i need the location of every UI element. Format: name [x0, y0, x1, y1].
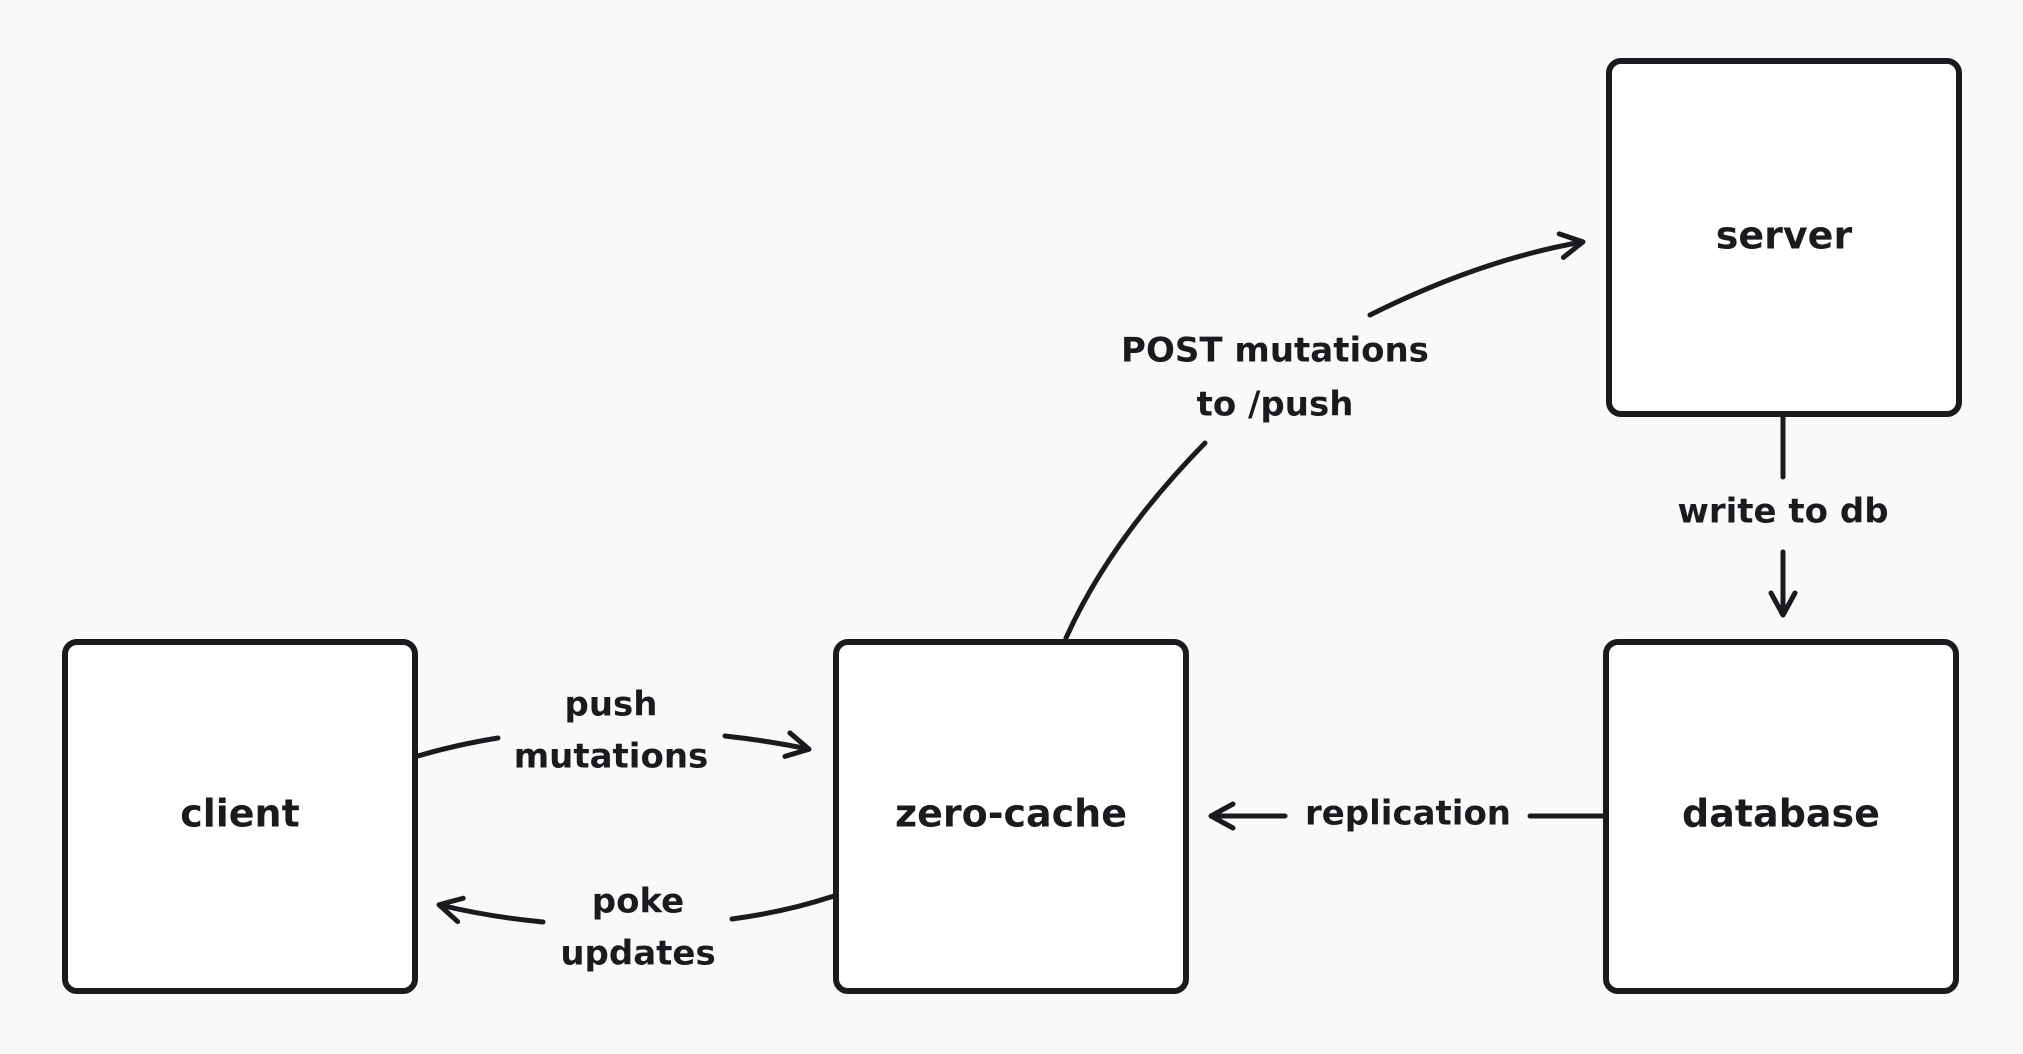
database-box — [1603, 639, 1959, 994]
write-to-db-label: write to db — [1677, 492, 1888, 532]
zero-cache-label: zero-cache — [895, 792, 1127, 836]
push-mutations-label-line1: push — [565, 685, 658, 725]
node-client[interactable]: client — [62, 639, 418, 994]
poke-updates-label-line1: poke — [592, 882, 684, 922]
database-label: database — [1682, 792, 1880, 836]
post-mutations-arrow — [1367, 231, 1586, 318]
push-mutations-line-start — [415, 735, 501, 759]
push-mutations-label-line2: mutations — [514, 737, 709, 777]
poke-updates-label-line2: updates — [560, 934, 715, 974]
edge-write-to-db: write to db — [1677, 414, 1889, 618]
server-label: server — [1716, 214, 1853, 258]
poke-updates-arrow — [436, 895, 546, 925]
poke-updates-line-start — [729, 893, 837, 922]
node-database[interactable]: database — [1603, 639, 1959, 994]
zero-cache-box — [833, 639, 1189, 994]
push-mutations-arrow — [722, 730, 812, 759]
node-server[interactable]: server — [1606, 58, 1962, 417]
post-mutations-line-start — [1063, 440, 1208, 641]
edge-poke-updates: poke updates — [436, 882, 837, 974]
replication-label: replication — [1305, 794, 1511, 834]
client-label: client — [180, 792, 300, 836]
server-box — [1606, 58, 1962, 417]
node-zero-cache[interactable]: zero-cache — [833, 639, 1189, 994]
post-mutations-label-line2: to /push — [1197, 385, 1354, 425]
edge-push-mutations: push mutations — [415, 685, 812, 777]
edge-post-mutations: POST mutations to /push — [1063, 231, 1586, 641]
client-box — [62, 639, 418, 994]
edge-replication: replication — [1208, 794, 1606, 834]
post-mutations-label-line1: POST mutations — [1121, 331, 1429, 371]
